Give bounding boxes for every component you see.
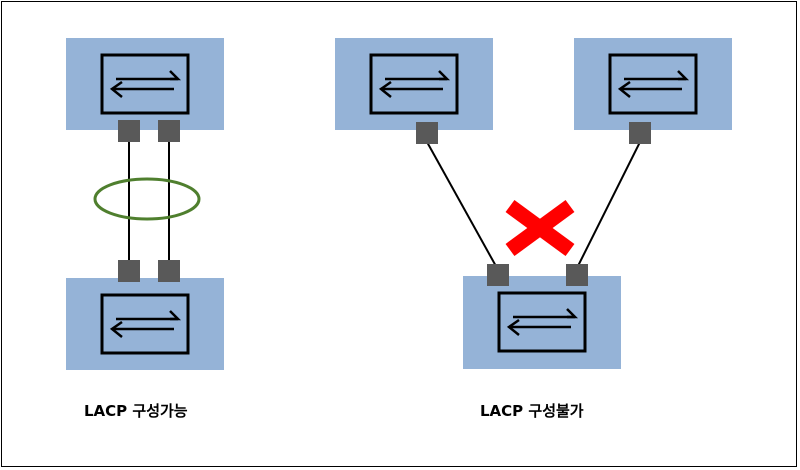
caption-lacp-impossible: LACP 구성불가 xyxy=(480,402,584,420)
caption-lacp-possible: LACP 구성가능 xyxy=(84,402,188,420)
left-scenario xyxy=(66,38,224,370)
left-bottom-port-2 xyxy=(158,260,180,282)
left-bottom-switch xyxy=(66,278,224,370)
right-top-left-switch xyxy=(335,38,493,130)
right-scenario xyxy=(335,38,732,369)
right-bottom-port-1 xyxy=(487,264,509,286)
right-top-right-switch xyxy=(574,38,732,130)
lag-ellipse-icon xyxy=(93,177,201,221)
blocked-x-icon xyxy=(505,199,575,257)
left-top-switch xyxy=(66,38,224,130)
left-bottom-port-1 xyxy=(118,260,140,282)
right-top-left-port xyxy=(416,122,438,144)
right-bottom-port-2 xyxy=(566,264,588,286)
left-top-port-1 xyxy=(118,120,140,142)
right-bottom-switch xyxy=(463,276,621,369)
right-top-right-port xyxy=(629,122,651,144)
left-top-port-2 xyxy=(158,120,180,142)
right-link-2 xyxy=(576,141,641,269)
right-link-1 xyxy=(426,141,498,269)
